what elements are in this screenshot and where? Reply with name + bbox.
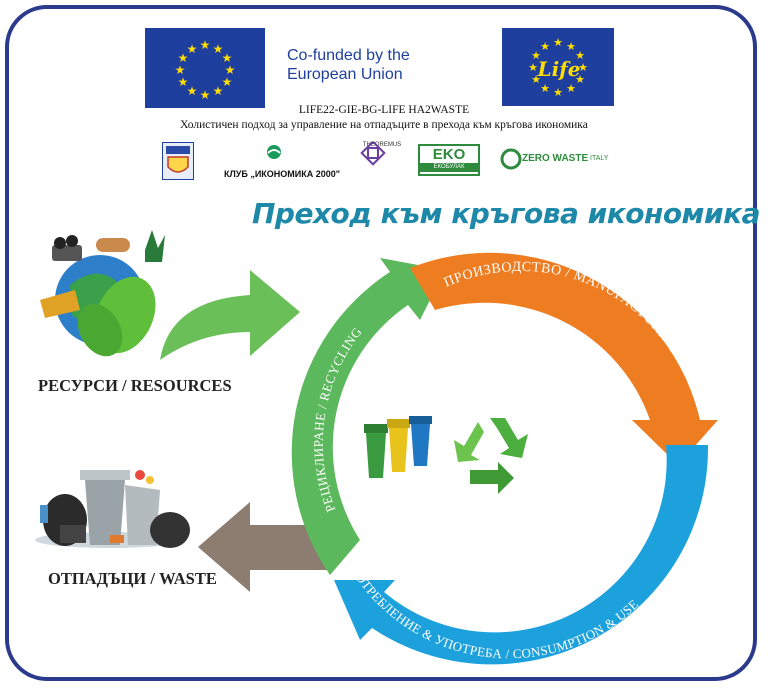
- life-logo: ★★★ ★★★ ★★★ ★★★ Life: [502, 28, 614, 106]
- svg-text:★: ★: [200, 38, 211, 52]
- svg-text:★: ★: [187, 84, 198, 98]
- svg-text:★: ★: [566, 40, 576, 53]
- svg-text:★: ★: [222, 75, 233, 89]
- waste-arrow: [198, 502, 330, 592]
- club-wave-icon: [267, 145, 281, 159]
- life-stars-icon: ★★★ ★★★ ★★★ ★★★ Life: [528, 36, 588, 99]
- svg-text:★: ★: [575, 49, 585, 62]
- zero-ring-icon: [500, 148, 522, 170]
- svg-text:★: ★: [175, 63, 186, 77]
- diagram-title: Преход към кръгова икономика: [252, 197, 760, 230]
- theoremus-knot-icon: [360, 142, 386, 166]
- waste-label: ОТПАДЪЦИ / WASTE: [48, 569, 217, 588]
- recycle-symbol-icon: [454, 418, 528, 494]
- zero-waste-italy-suffix: ITALY: [590, 155, 609, 162]
- svg-text:★: ★: [540, 82, 550, 95]
- svg-text:★: ★: [222, 51, 233, 65]
- svg-text:★: ★: [578, 61, 588, 74]
- eu-flag-logo: ★★★ ★★★ ★★★ ★★★: [145, 28, 265, 108]
- eko-bottom: ЕКОБУЛАК: [420, 163, 478, 172]
- cofunded-line-1: Co-funded by the: [287, 47, 410, 64]
- svg-text:★: ★: [575, 73, 585, 86]
- svg-text:★: ★: [225, 63, 236, 77]
- svg-text:★: ★: [178, 75, 189, 89]
- svg-text:★: ★: [531, 73, 541, 86]
- svg-text:★: ★: [213, 42, 224, 56]
- eko-logo: EKO ЕКОБУЛАК: [418, 144, 480, 176]
- zero-waste-text: ZERO WASTE: [522, 153, 589, 164]
- cofunded-text: Co-funded by the European Union: [287, 46, 410, 84]
- resources-illustration: [40, 230, 165, 357]
- resources-label: РЕСУРСИ / RESOURCES: [38, 376, 232, 395]
- cofunded-line-2: European Union: [287, 66, 403, 83]
- svg-text:★: ★: [178, 51, 189, 65]
- resources-arrow: [160, 270, 300, 360]
- waste-illustration: [35, 470, 190, 548]
- consumption-arc: [334, 445, 709, 665]
- eko-top: EKO: [432, 146, 466, 163]
- svg-text:★: ★: [553, 86, 563, 99]
- svg-text:★: ★: [553, 36, 563, 49]
- svg-text:★: ★: [528, 61, 538, 74]
- svg-text:★: ★: [566, 82, 576, 95]
- page-frame: [5, 5, 757, 681]
- partner-logos: КЛУБ „ИКОНОМИКА 2000" THEOREMUS EKO ЕКОБ…: [160, 142, 620, 180]
- svg-text:★: ★: [200, 88, 211, 102]
- recycling-arc: [291, 258, 445, 575]
- zero-waste-italy-logo: ZERO WASTE ITALY: [500, 146, 620, 176]
- recycling-bins-icon: [364, 416, 432, 478]
- life-logo-text: Life: [537, 57, 581, 81]
- production-arc: [410, 252, 718, 465]
- svg-text:★: ★: [187, 42, 198, 56]
- eu-stars-icon: ★★★ ★★★ ★★★ ★★★: [175, 38, 236, 102]
- theoremus-logo: THEOREMUS: [360, 142, 404, 178]
- club-name: КЛУБ „ИКОНОМИКА 2000": [223, 169, 341, 179]
- svg-text:★: ★: [540, 40, 550, 53]
- project-subtitle: Холистичен подход за управление на отпад…: [180, 119, 588, 131]
- theoremus-name: THEOREMUS: [362, 142, 402, 148]
- municipality-crest-icon: [162, 142, 194, 180]
- svg-text:★: ★: [531, 49, 541, 62]
- project-code: LIFE22-GIE-BG-LIFE HA2WASTE: [298, 104, 470, 116]
- svg-text:★: ★: [213, 84, 224, 98]
- club-economics-logo: КЛУБ „ИКОНОМИКА 2000": [212, 144, 352, 179]
